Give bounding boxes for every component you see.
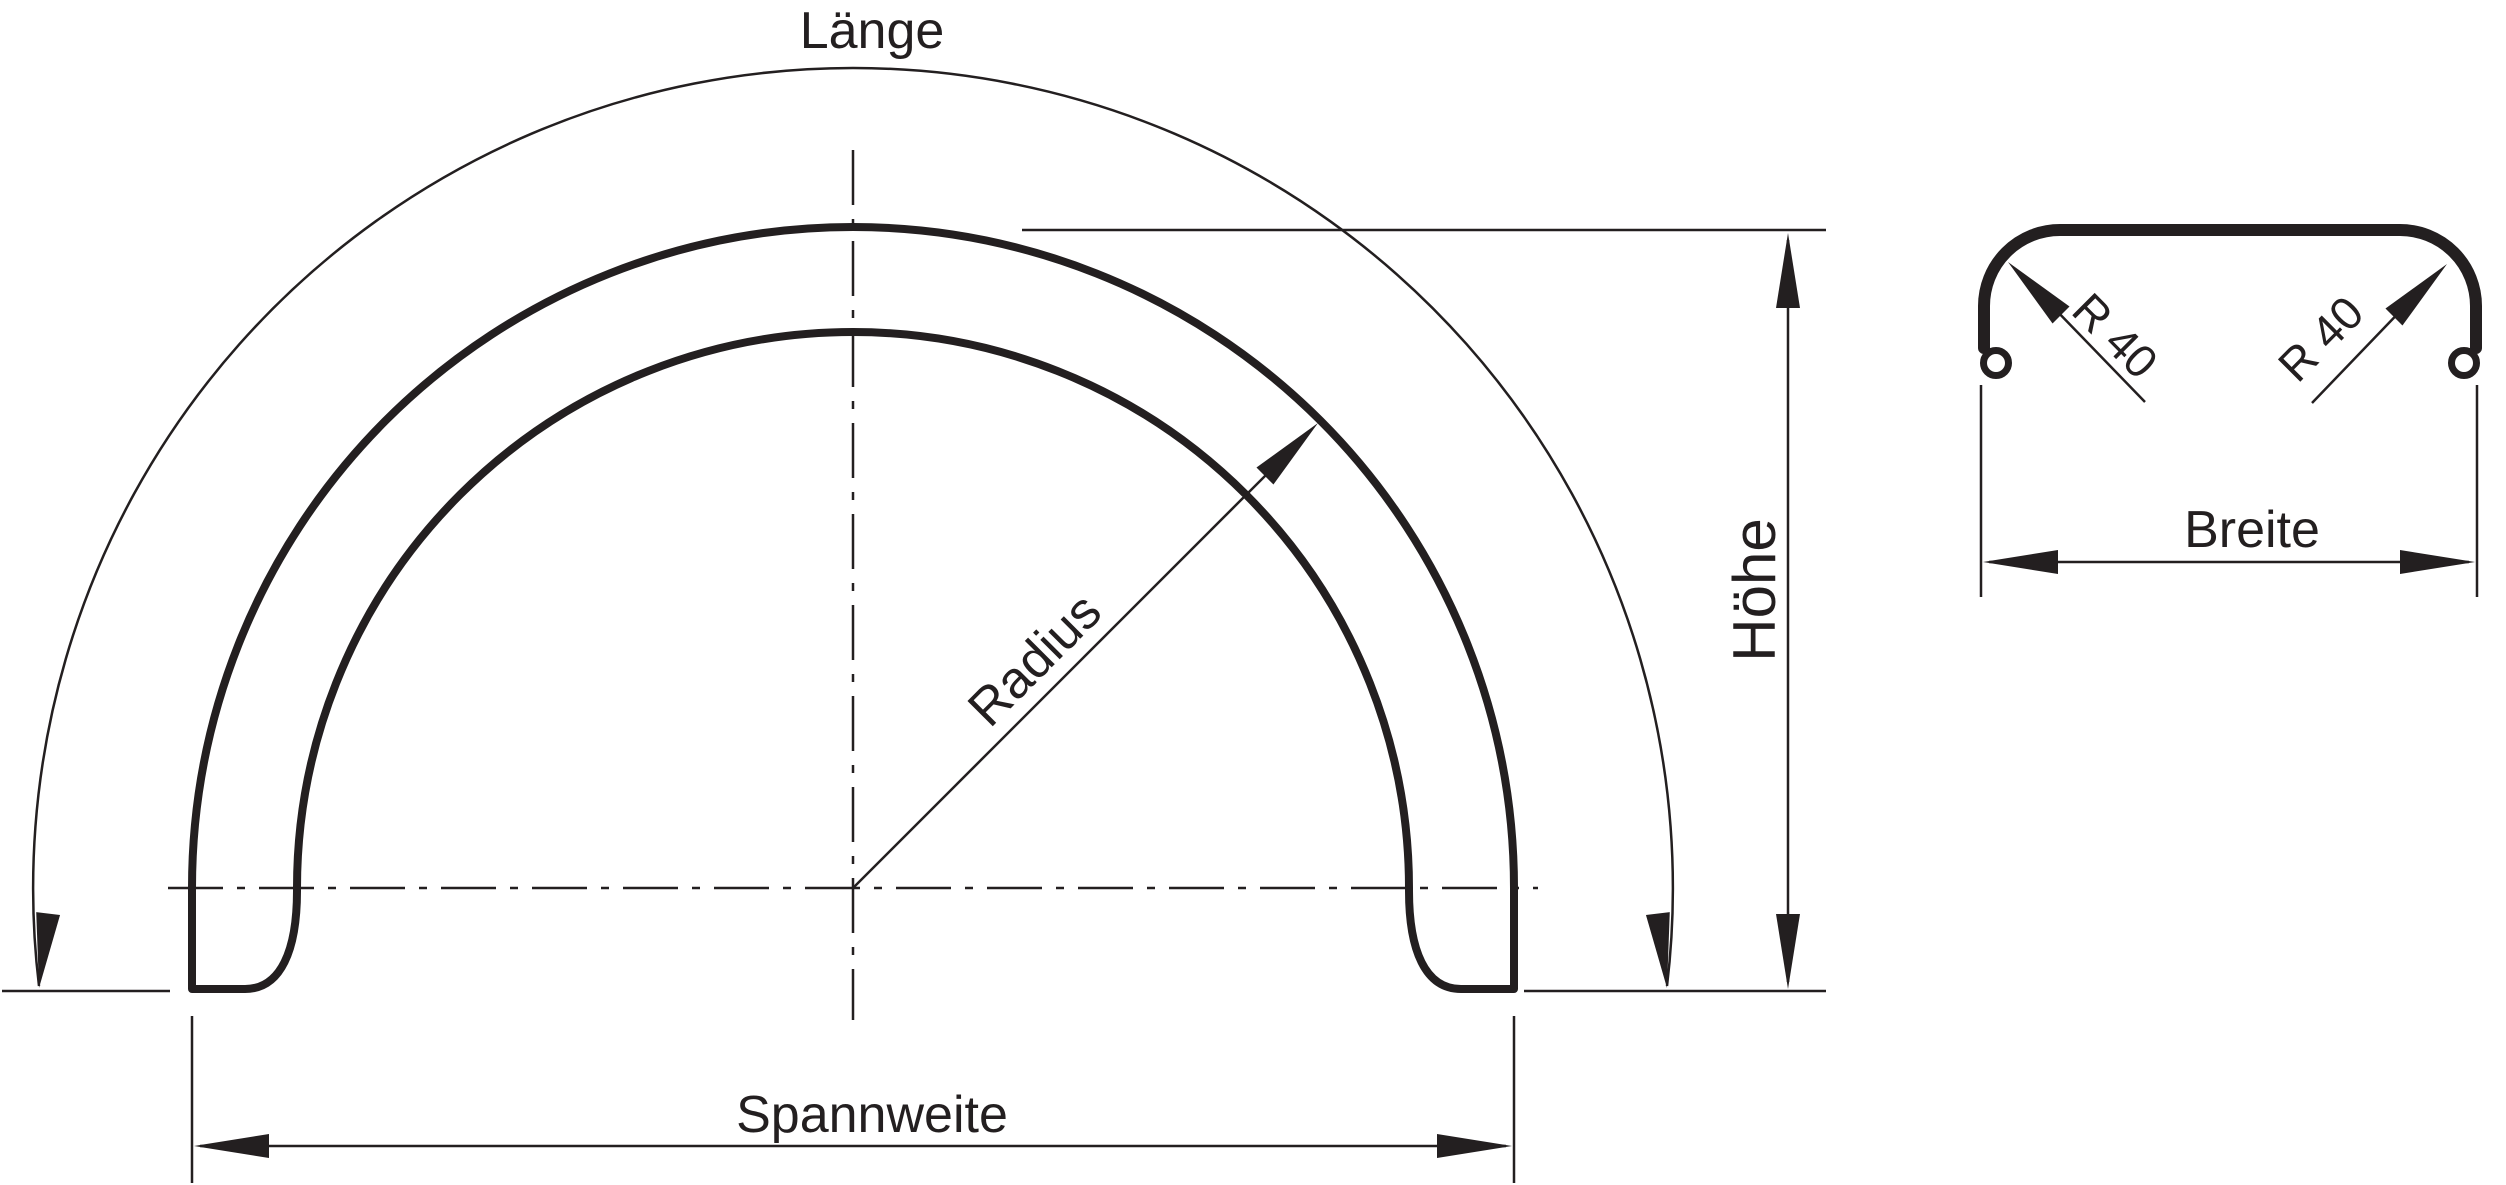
breite-label: Breite [2184, 501, 2320, 559]
fender-side-view: Länge Radius Höhe Spannweite [2, 2, 1826, 1183]
breite-arrow-left [1983, 550, 2058, 574]
breite-arrow-right [2400, 550, 2475, 574]
radius-line [852, 440, 1301, 889]
span-arrow-left [194, 1134, 269, 1158]
laenge-label: Länge [800, 2, 945, 60]
r40-left-arrow [2008, 262, 2070, 324]
radius-arrow [1256, 423, 1318, 485]
rolled-edge-right [2448, 347, 2480, 379]
r40-right-arrow [2385, 264, 2447, 326]
r40-right-label: R 40 [2268, 286, 2373, 391]
hoehe-arrow-top [1776, 233, 1800, 308]
laenge-arrow-right [1645, 912, 1670, 988]
spannweite-label: Spannweite [736, 1086, 1008, 1144]
laenge-arrow-left [36, 912, 61, 988]
span-arrow-right [1437, 1134, 1512, 1158]
cross-section-profile [1978, 224, 2482, 354]
hoehe-label: Höhe [1721, 518, 1788, 661]
fender-profile-outline [188, 223, 1518, 993]
laenge-arc [31, 66, 1675, 987]
radius-label: Radius [957, 582, 1112, 737]
rolled-edge-left [1980, 347, 2012, 379]
hoehe-arrow-bottom [1776, 914, 1800, 989]
fender-cross-section: R 40 R 40 Breite [1978, 224, 2482, 597]
